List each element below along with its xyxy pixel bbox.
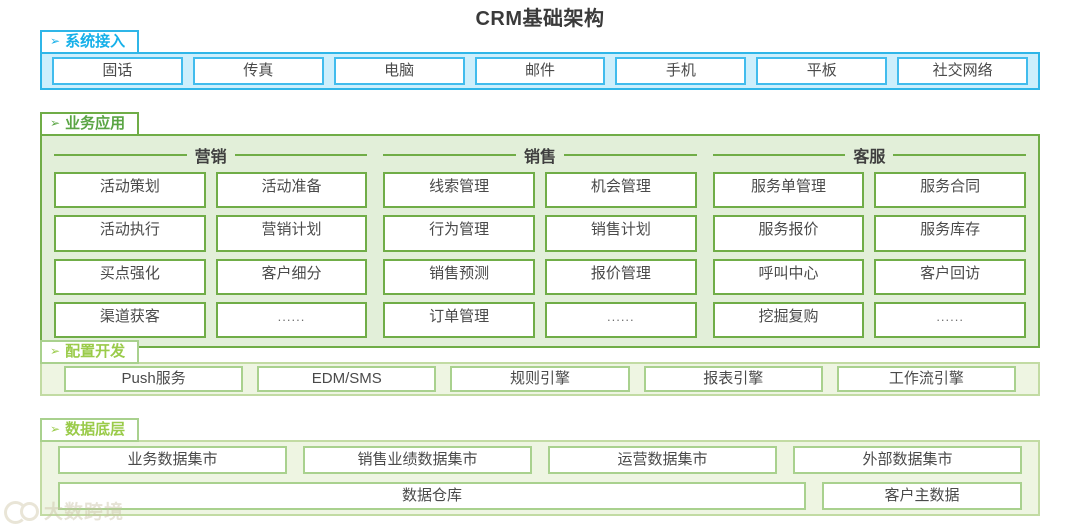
section-access-header[interactable]: ➢ 系统接入 — [40, 30, 140, 54]
config-item-rule-engine[interactable]: 规则引擎 — [450, 366, 630, 392]
column-header-marketing: 营销 — [54, 144, 368, 166]
column-grid-service: 服务单管理 服务合同 服务报价 服务库存 呼叫中心 客户回访 挖掘复购 ....… — [712, 172, 1026, 338]
data-row-marts: 业务数据集市 销售业绩数据集市 运营数据集市 外部数据集市 — [58, 445, 1022, 475]
biz-item-fuwukucun[interactable]: 服务库存 — [874, 215, 1026, 252]
business-column-marketing: 营销 活动策划 活动准备 活动执行 营销计划 买点强化 客户细分 渠道获客 ..… — [54, 144, 368, 338]
config-item-push-service[interactable]: Push服务 — [64, 366, 244, 392]
data-item-external-mart[interactable]: 外部数据集市 — [793, 446, 1022, 474]
business-column-service: 客服 服务单管理 服务合同 服务报价 服务库存 呼叫中心 客户回访 挖掘复购 .… — [712, 144, 1026, 338]
logo-arc-left — [4, 500, 27, 524]
biz-item-service-more[interactable]: ...... — [874, 301, 1026, 338]
access-item-gu-hua[interactable]: 固话 — [52, 57, 183, 85]
biz-item-wajuefugou[interactable]: 挖掘复购 — [712, 301, 865, 338]
chevron-right-icon: ➢ — [50, 422, 61, 436]
data-item-data-warehouse[interactable]: 数据仓库 — [58, 482, 806, 510]
biz-item-huodongcehua[interactable]: 活动策划 — [54, 172, 206, 209]
chevron-right-icon: ➢ — [50, 34, 61, 48]
section-config-header[interactable]: ➢ 配置开发 — [40, 340, 140, 364]
data-item-sales-performance-mart[interactable]: 销售业绩数据集市 — [303, 446, 532, 474]
biz-item-kehuhuifang[interactable]: 客户回访 — [874, 258, 1026, 295]
biz-item-kehuxifen[interactable]: 客户细分 — [215, 258, 368, 295]
biz-item-qudaohuoke[interactable]: 渠道获客 — [54, 301, 206, 338]
column-title-marketing: 营销 — [194, 149, 227, 166]
business-column-sales: 销售 线索管理 机会管理 行为管理 销售计划 销售预测 报价管理 订单管理 ..… — [383, 144, 697, 338]
biz-item-yingxiaojihua[interactable]: 营销计划 — [215, 215, 368, 252]
biz-item-xiansuoguanli[interactable]: 线索管理 — [383, 172, 535, 209]
chevron-right-icon: ➢ — [50, 344, 61, 358]
biz-item-fuwuhetong[interactable]: 服务合同 — [874, 172, 1026, 209]
config-items-row: Push服务 EDM/SMS 规则引擎 报表引擎 工作流引擎 — [40, 362, 1040, 396]
biz-item-xingweiguanli[interactable]: 行为管理 — [383, 215, 535, 252]
biz-item-maidianqianghua[interactable]: 买点强化 — [54, 258, 206, 295]
section-config-label: 配置开发 — [65, 343, 126, 360]
biz-item-huodongzhixing[interactable]: 活动执行 — [54, 215, 206, 252]
rule-right — [893, 154, 1026, 156]
config-item-report-engine[interactable]: 报表引擎 — [643, 366, 823, 392]
biz-item-xiaoshouyuce[interactable]: 销售预测 — [383, 258, 535, 295]
column-title-sales: 销售 — [523, 149, 556, 166]
biz-item-baojiaguanli[interactable]: 报价管理 — [544, 258, 697, 295]
column-header-sales: 销售 — [383, 144, 697, 166]
logo-circle-right — [20, 501, 39, 521]
rule-right — [234, 154, 368, 156]
column-header-service: 客服 — [712, 144, 1026, 166]
config-item-edm-sms[interactable]: EDM/SMS — [257, 366, 437, 392]
section-access-label: 系统接入 — [65, 33, 126, 50]
access-item-dian-nao[interactable]: 电脑 — [333, 57, 465, 85]
data-item-operations-mart[interactable]: 运营数据集市 — [548, 446, 777, 474]
biz-item-hujiaozhongxin[interactable]: 呼叫中心 — [712, 258, 865, 295]
rule-right — [564, 154, 697, 156]
access-items-row: 固话 传真 电脑 邮件 手机 平板 社交网络 — [40, 52, 1040, 90]
biz-item-jihuiguanli[interactable]: 机会管理 — [544, 172, 697, 209]
page-title: CRM基础架构 — [475, 8, 605, 30]
biz-item-huodongzhunbei[interactable]: 活动准备 — [215, 172, 368, 209]
column-title-service: 客服 — [853, 149, 886, 166]
access-item-ping-ban[interactable]: 平板 — [756, 57, 888, 85]
biz-item-fuwudanguanli[interactable]: 服务单管理 — [712, 172, 865, 209]
config-item-workflow-engine[interactable]: 工作流引擎 — [836, 366, 1017, 392]
section-business-label: 业务应用 — [65, 115, 126, 132]
data-item-customer-master-data[interactable]: 客户主数据 — [822, 482, 1022, 510]
section-data-label: 数据底层 — [65, 421, 126, 438]
chevron-right-icon: ➢ — [50, 116, 61, 130]
data-item-business-mart[interactable]: 业务数据集市 — [58, 446, 287, 474]
column-grid-marketing: 活动策划 活动准备 活动执行 营销计划 买点强化 客户细分 渠道获客 .....… — [54, 172, 368, 338]
data-items-wrap: 业务数据集市 销售业绩数据集市 运营数据集市 外部数据集市 数据仓库 客户主数据 — [40, 440, 1040, 516]
biz-item-dingdanguanli[interactable]: 订单管理 — [383, 301, 535, 338]
access-item-she-jiao[interactable]: 社交网络 — [897, 57, 1029, 85]
rule-left — [54, 154, 187, 156]
biz-item-sales-more[interactable]: ...... — [544, 301, 697, 338]
biz-item-xiaoshoujihua[interactable]: 销售计划 — [544, 215, 697, 252]
watermark-logo-icon — [4, 498, 39, 524]
access-item-chuan-zhen[interactable]: 传真 — [192, 57, 324, 85]
biz-item-fuwubaojia[interactable]: 服务报价 — [712, 215, 865, 252]
data-row-warehouse: 数据仓库 客户主数据 — [58, 481, 1022, 511]
section-business-header[interactable]: ➢ 业务应用 — [40, 112, 140, 136]
section-data-header[interactable]: ➢ 数据底层 — [40, 418, 140, 442]
business-columns: 营销 活动策划 活动准备 活动执行 营销计划 买点强化 客户细分 渠道获客 ..… — [40, 134, 1040, 348]
section-business-body — [40, 134, 1040, 348]
column-grid-sales: 线索管理 机会管理 行为管理 销售计划 销售预测 报价管理 订单管理 .....… — [383, 172, 697, 338]
rule-left — [383, 154, 516, 156]
access-item-shou-ji[interactable]: 手机 — [615, 57, 747, 85]
biz-item-marketing-more[interactable]: ...... — [215, 301, 368, 338]
access-item-you-jian[interactable]: 邮件 — [474, 57, 606, 85]
rule-left — [712, 154, 846, 156]
